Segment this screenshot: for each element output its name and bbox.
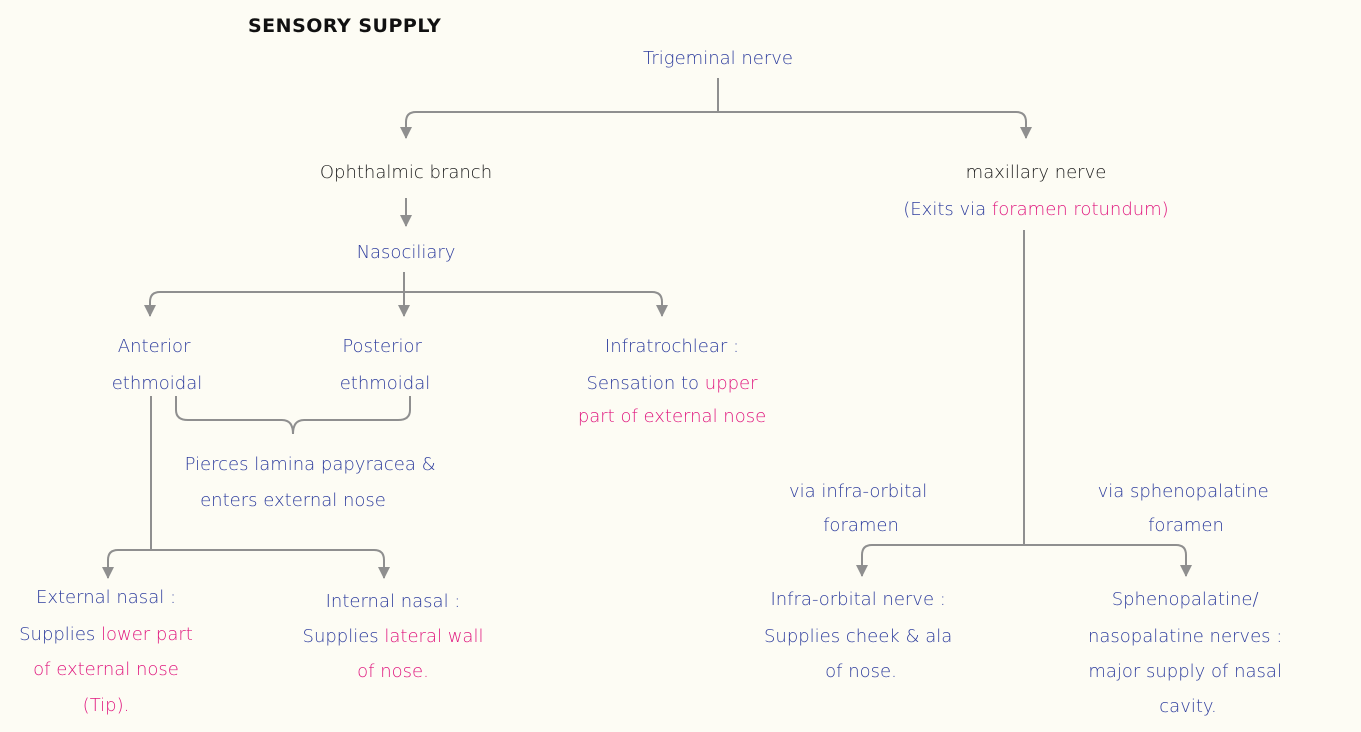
node-infratrochlear: Infratrochlear : [605,336,739,357]
node-nasociliary: Nasociliary [357,242,456,263]
external-nasal-area: of external nose [33,659,179,680]
infratrochlear-sensation: Sensation to upper [586,373,758,394]
connector-maxillary-split [856,230,1192,577]
external-nasal-supplies: Supplies lower part [19,624,193,645]
node-infra-orbital-nerve: Infra-orbital nerve : Supplies cheek & a… [764,589,958,682]
node-anterior-ethmoidal: Anterior ethmoidal [112,336,203,394]
node-ophthalmic-branch: Ophthalmic branch [320,162,492,183]
connector-trigeminal-split [400,78,1032,139]
infratrochlear-area: part of external nose [578,406,766,427]
internal-nasal-supplies: Supplies lateral wall [303,626,484,647]
node-sphenopalatine-nerves: Sphenopalatine/ nasopalatine nerves : ma… [1088,589,1288,717]
connector-anterior-ethmoidal-split [102,396,390,579]
note-pierces-lamina: Pierces lamina papyracea & enters extern… [185,454,442,511]
node-external-nasal: External nasal : [36,587,176,608]
page-title: SENSORY SUPPLY [248,15,441,37]
internal-nasal-area: of nose. [357,661,429,682]
node-posterior-ethmoidal: Posterior ethmoidal [340,336,431,394]
node-maxillary-nerve: maxillary nerve [966,162,1107,183]
external-nasal-tip: (Tip). [83,695,130,716]
label-via-sphenopalatine: via sphenopalatine foramen [1098,481,1275,536]
connector-nasociliary-split [144,272,668,317]
label-via-infra-orbital: via infra-orbital foramen [789,481,933,536]
node-internal-nasal: Internal nasal : [326,591,461,612]
maxillary-exits-note: (Exits via foramen rotundum) [903,199,1168,220]
node-trigeminal-nerve: Trigeminal nerve [643,48,793,69]
brace-ethmoidals [175,396,411,435]
